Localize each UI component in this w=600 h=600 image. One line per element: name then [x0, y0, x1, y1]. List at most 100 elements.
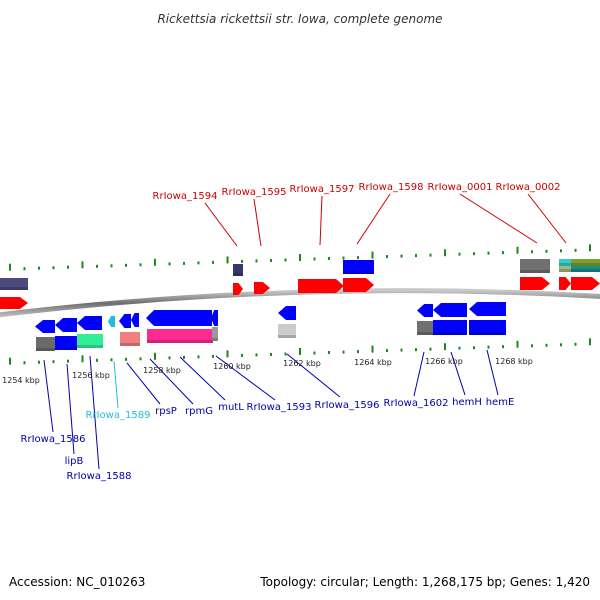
scale-label: 1260 kbp — [213, 362, 251, 371]
forward-feature — [559, 266, 571, 272]
reverse-scale-ticks — [9, 338, 591, 365]
forward-gene — [559, 277, 571, 290]
reverse-gene-label: RrIowa_1586 — [21, 434, 86, 445]
forward-gene — [520, 277, 550, 290]
reverse-feature-shade — [36, 348, 55, 351]
reverse-feature-shade — [120, 343, 140, 346]
forward-gene-label: RrIowa_1594 — [153, 191, 218, 202]
reverse-gene-label: hemE — [486, 397, 515, 408]
reverse-gene — [55, 318, 77, 332]
scale-label: 1254 kbp — [2, 376, 40, 385]
reverse-feature-shade — [77, 345, 103, 348]
forward-gene-leader-line — [356, 193, 391, 245]
reverse-gene-leader-line — [89, 355, 100, 470]
forward-gene-label: RrIowa_1595 — [222, 187, 287, 198]
forward-feature-shade — [571, 269, 600, 272]
reverse-gene — [131, 313, 139, 327]
forward-feature — [571, 259, 600, 266]
reverse-gene — [278, 306, 296, 320]
reverse-gene-leader-line — [149, 358, 194, 405]
forward-gene — [0, 297, 28, 309]
reverse-feature — [417, 321, 433, 335]
reverse-feature — [55, 336, 77, 350]
forward-gene — [233, 283, 243, 295]
forward-gene-label: RrIowa_1598 — [359, 182, 424, 193]
forward-feature — [0, 278, 28, 290]
forward-feature-shade — [520, 270, 550, 273]
reverse-gene-leader-line — [413, 351, 425, 397]
forward-scale-ticks — [9, 244, 591, 271]
reverse-gene-label: lipB — [65, 456, 84, 467]
forward-gene-leader-line — [253, 198, 262, 247]
scale-label: 1264 kbp — [354, 358, 392, 367]
forward-gene — [254, 282, 270, 294]
scale-label: 1256 kbp — [72, 371, 110, 380]
forward-feature-shade — [0, 287, 28, 290]
reverse-feature-shade — [433, 332, 467, 335]
scale-label: 1266 kbp — [425, 357, 463, 366]
forward-gene-leader-line — [459, 193, 538, 244]
reverse-gene-label: RrIowa_1596 — [315, 400, 380, 411]
scale-labels: 1254 kbp 1256 kbp 1258 kbp 1260 kbp 1262 kbp… — [2, 357, 533, 385]
reverse-feature-shade — [147, 340, 213, 343]
reverse-gene-leader-line — [450, 351, 466, 396]
reverse-gene-label: mutL — [218, 402, 244, 413]
genome-summary-text: Topology: circular; Length: 1,268,175 bp… — [260, 575, 590, 589]
reverse-gene — [77, 316, 102, 330]
forward-feature-shade — [571, 263, 600, 266]
reverse-gene-leader-line — [486, 349, 499, 396]
reverse-gene-label: RrIowa_1593 — [247, 402, 312, 413]
reverse-gene-leader-line — [215, 355, 276, 401]
reverse-feature — [36, 337, 55, 351]
reverse-gene-leader-line — [126, 362, 161, 405]
reverse-gene-leader-line — [66, 363, 75, 455]
forward-feature-shade — [559, 269, 571, 272]
forward-gene — [298, 279, 344, 293]
forward-feature — [343, 260, 374, 274]
genome-backbone — [0, 288, 600, 318]
reverse-gene — [433, 303, 467, 317]
reverse-gene — [469, 302, 506, 316]
reverse-gene — [211, 310, 218, 326]
forward-feature-shade — [233, 273, 243, 276]
reverse-feature — [77, 334, 103, 348]
forward-strand-genes — [0, 259, 600, 309]
reverse-feature — [469, 320, 506, 335]
forward-gene-leader-line — [319, 195, 323, 246]
forward-gene-label: RrIowa_0001 — [428, 182, 493, 193]
forward-feature — [520, 259, 550, 273]
map-title: Rickettsia rickettsii str. Iowa, complet… — [157, 12, 442, 26]
forward-gene-leader-line — [527, 193, 567, 244]
forward-gene — [343, 278, 374, 292]
scale-label: 1258 kbp — [143, 366, 181, 375]
reverse-feature-shade — [278, 335, 296, 338]
reverse-gene-label: rpmG — [185, 406, 213, 417]
reverse-gene-leader-line — [179, 356, 226, 401]
trna-gene — [108, 316, 115, 327]
reverse-feature-shade — [212, 338, 218, 341]
forward-gene — [571, 277, 600, 290]
reverse-gene — [35, 320, 55, 333]
reverse-gene — [146, 310, 212, 326]
reverse-strand-genes — [35, 302, 506, 351]
scale-label: 1268 kbp — [495, 357, 533, 366]
forward-gene-label: RrIowa_0002 — [496, 182, 561, 193]
reverse-gene-leader-line — [286, 353, 341, 398]
reverse-feature — [278, 324, 296, 338]
reverse-feature — [212, 327, 218, 341]
forward-feature — [571, 266, 600, 272]
scale-label: 1262 kbp — [283, 359, 321, 368]
reverse-feature-shade — [55, 347, 77, 350]
reverse-feature-shade — [469, 332, 506, 335]
reverse-gene-label: rpsP — [155, 406, 177, 417]
forward-feature — [233, 264, 243, 276]
forward-feature-shade — [559, 263, 571, 266]
reverse-gene-label: RrIowa_1588 — [67, 471, 132, 482]
reverse-feature-shade — [417, 332, 433, 335]
forward-feature — [559, 259, 571, 266]
reverse-gene — [119, 314, 131, 328]
reverse-feature — [433, 320, 467, 335]
